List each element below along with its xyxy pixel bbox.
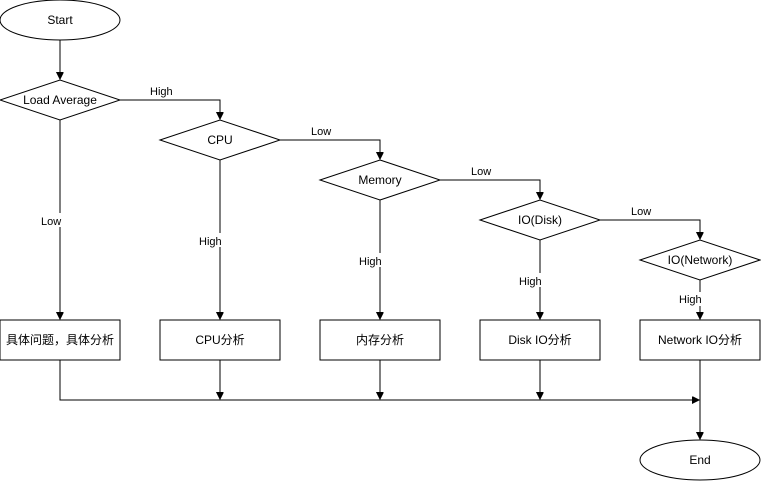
edge-label-disk-low: Low [631,206,651,218]
node-network-io-analysis-label: Network IO分析 [658,333,742,347]
node-io-disk-label: IO(Disk) [518,213,562,227]
node-cpu-label: CPU [207,133,232,147]
node-disk-io-analysis: Disk IO分析 [479,319,601,361]
node-cpu-analysis-label: CPU分析 [195,333,244,347]
node-start: Start [0,0,121,41]
edge-labels: High Low Low High Low High Low High High [40,86,706,306]
edge-label-network-high: High [679,294,702,306]
node-cpu: CPU [158,119,282,161]
edge-memory-low-to-disk [440,179,540,199]
edge-cpu-low-to-memory [280,139,380,159]
node-network-io-analysis: Network IO分析 [639,319,761,361]
edge-specific-to-merge [59,360,699,400]
node-end: End [639,439,761,481]
edge-label-load-low: Low [41,216,61,228]
node-io-disk: IO(Disk) [478,199,602,241]
node-specific-analysis: 具体问题，具体分析 [0,319,121,361]
edge-disk-low-to-network [600,219,700,239]
edge-load-high-to-cpu [120,99,220,119]
node-specific-analysis-label: 具体问题，具体分析 [6,333,114,347]
edge-label-cpu-high: High [199,236,222,248]
edge-label-cpu-low: Low [311,126,331,138]
node-memory: Memory [318,159,442,201]
node-load-average: Load Average [0,79,122,121]
node-memory-analysis-label: 内存分析 [356,333,404,347]
node-cpu-analysis: CPU分析 [159,319,281,361]
node-memory-analysis: 内存分析 [319,319,441,361]
node-io-network-label: IO(Network) [668,253,733,267]
node-end-label: End [689,453,710,467]
edge-label-memory-low: Low [471,166,491,178]
edge-label-disk-high: High [519,276,542,288]
node-load-average-label: Load Average [23,93,97,107]
edges [60,40,700,439]
node-start-label: Start [47,13,73,27]
edge-label-memory-high: High [359,256,382,268]
node-disk-io-analysis-label: Disk IO分析 [508,333,571,347]
node-memory-label: Memory [358,173,401,187]
node-io-network: IO(Network) [638,239,761,281]
edge-label-load-high: High [150,86,173,98]
